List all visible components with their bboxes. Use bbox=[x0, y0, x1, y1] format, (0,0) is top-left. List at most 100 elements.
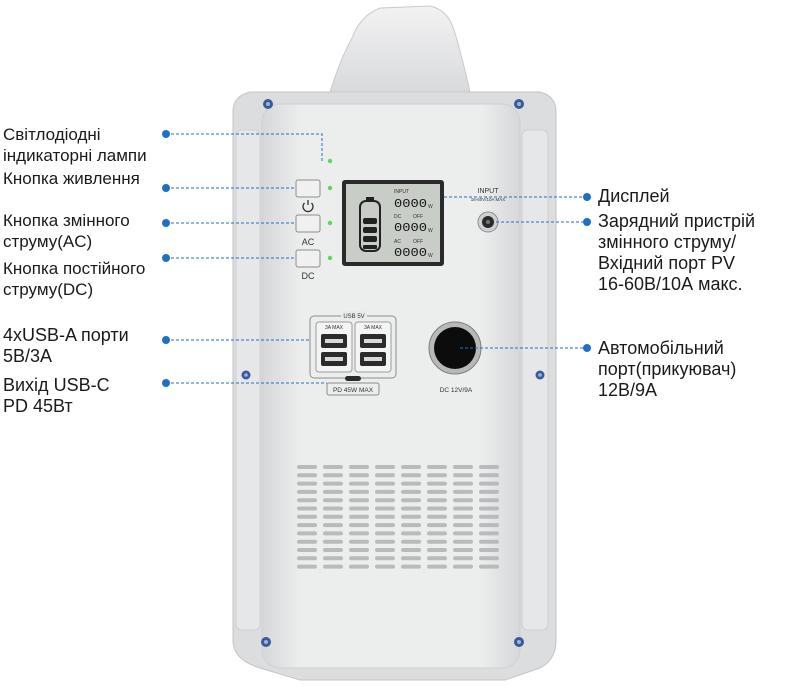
vent-slot bbox=[453, 539, 473, 544]
svg-text:INPUT: INPUT bbox=[394, 189, 409, 195]
vent-slot bbox=[427, 506, 447, 511]
usb-a-port[interactable] bbox=[360, 334, 386, 348]
vent-slot bbox=[323, 539, 343, 544]
usb-a-port[interactable] bbox=[321, 334, 347, 348]
usb-a-port[interactable] bbox=[321, 352, 347, 366]
vent-slot bbox=[479, 523, 499, 528]
vent-slot bbox=[453, 523, 473, 528]
vent-slot bbox=[427, 481, 447, 486]
vent-slot bbox=[297, 564, 317, 569]
vent-slot bbox=[479, 481, 499, 486]
usb-a-port[interactable] bbox=[360, 352, 386, 366]
input-port[interactable] bbox=[477, 211, 499, 233]
vent-slot bbox=[297, 531, 317, 536]
vent-slot bbox=[349, 514, 369, 519]
car-port[interactable] bbox=[428, 321, 482, 375]
vent-slot bbox=[401, 539, 421, 544]
vent-slot bbox=[323, 548, 343, 552]
vent-slot bbox=[349, 498, 369, 503]
svg-text:AC: AC bbox=[394, 239, 401, 245]
vent-slot bbox=[427, 489, 447, 494]
vent-slot bbox=[453, 498, 473, 503]
vent-slot bbox=[401, 473, 421, 478]
svg-text:W: W bbox=[428, 204, 433, 210]
vent-slot bbox=[375, 481, 395, 486]
vent-slot bbox=[401, 523, 421, 528]
vent-slot bbox=[375, 556, 395, 561]
battery-icon bbox=[359, 197, 381, 252]
callout-power: Кнопка живлення bbox=[3, 169, 140, 188]
vent-slot bbox=[401, 498, 421, 503]
vent-slot bbox=[297, 523, 317, 528]
vent-slot bbox=[427, 498, 447, 503]
vent-slot bbox=[479, 489, 499, 494]
vent-slot bbox=[297, 489, 317, 494]
vent-slot bbox=[375, 489, 395, 494]
vent-slot bbox=[479, 564, 499, 569]
vent-slot bbox=[401, 465, 421, 469]
power-button[interactable] bbox=[295, 179, 321, 198]
vent-slot bbox=[401, 506, 421, 511]
vent-slot bbox=[375, 539, 395, 544]
vent-slot bbox=[453, 531, 473, 536]
vent-slot bbox=[323, 514, 343, 519]
vent-slot bbox=[479, 531, 499, 536]
vent-slot bbox=[375, 506, 395, 511]
vent-slot bbox=[375, 548, 395, 552]
svg-text:DC: DC bbox=[394, 214, 402, 220]
vent-slot bbox=[401, 489, 421, 494]
vent-slot bbox=[401, 548, 421, 552]
vent-slot bbox=[297, 556, 317, 561]
vent-slot bbox=[427, 556, 447, 561]
callout-display: Дисплей bbox=[598, 186, 670, 206]
vent-slot bbox=[297, 539, 317, 544]
vent-slot bbox=[401, 531, 421, 536]
vent-slot bbox=[375, 514, 395, 519]
vent-slot bbox=[323, 498, 343, 503]
vent-slot bbox=[349, 481, 369, 486]
vent-slot bbox=[427, 465, 447, 469]
vent-slot bbox=[349, 548, 369, 552]
vent-slot bbox=[323, 481, 343, 486]
vent-slot bbox=[349, 564, 369, 569]
vent-slot bbox=[479, 506, 499, 511]
vent-slot bbox=[349, 556, 369, 561]
dc-button-label: DC bbox=[302, 271, 315, 281]
vent-slot bbox=[401, 481, 421, 486]
svg-text:0000: 0000 bbox=[394, 221, 427, 235]
vent-grille bbox=[297, 465, 499, 569]
usb-c-port[interactable] bbox=[345, 376, 361, 381]
vent-slot bbox=[349, 489, 369, 494]
callout-dots bbox=[162, 130, 591, 387]
svg-text:0000: 0000 bbox=[394, 197, 427, 211]
vent-slot bbox=[323, 564, 343, 569]
dc-button[interactable] bbox=[295, 249, 321, 268]
vent-slot bbox=[479, 465, 499, 469]
vent-slot bbox=[323, 531, 343, 536]
callout-lines bbox=[166, 133, 587, 384]
vent-slot bbox=[375, 564, 395, 569]
led-power bbox=[327, 185, 333, 191]
vent-slot bbox=[427, 564, 447, 569]
dc-port-label: DC 12V/9A bbox=[440, 387, 473, 394]
screws bbox=[241, 99, 545, 647]
vent-slot bbox=[375, 465, 395, 469]
led-ac bbox=[327, 220, 333, 226]
svg-text:0000: 0000 bbox=[394, 246, 427, 260]
svg-text:W: W bbox=[428, 253, 433, 259]
vent-slot bbox=[479, 473, 499, 478]
pd-label: PD 45W MAX bbox=[333, 387, 374, 394]
power-icon bbox=[302, 200, 314, 213]
svg-text:W: W bbox=[428, 228, 433, 234]
vent-slot bbox=[297, 548, 317, 552]
svg-text:3A MAX: 3A MAX bbox=[325, 325, 344, 331]
vent-slot bbox=[427, 473, 447, 478]
vent-slot bbox=[453, 506, 473, 511]
ac-button[interactable] bbox=[295, 214, 321, 233]
vent-slot bbox=[323, 473, 343, 478]
